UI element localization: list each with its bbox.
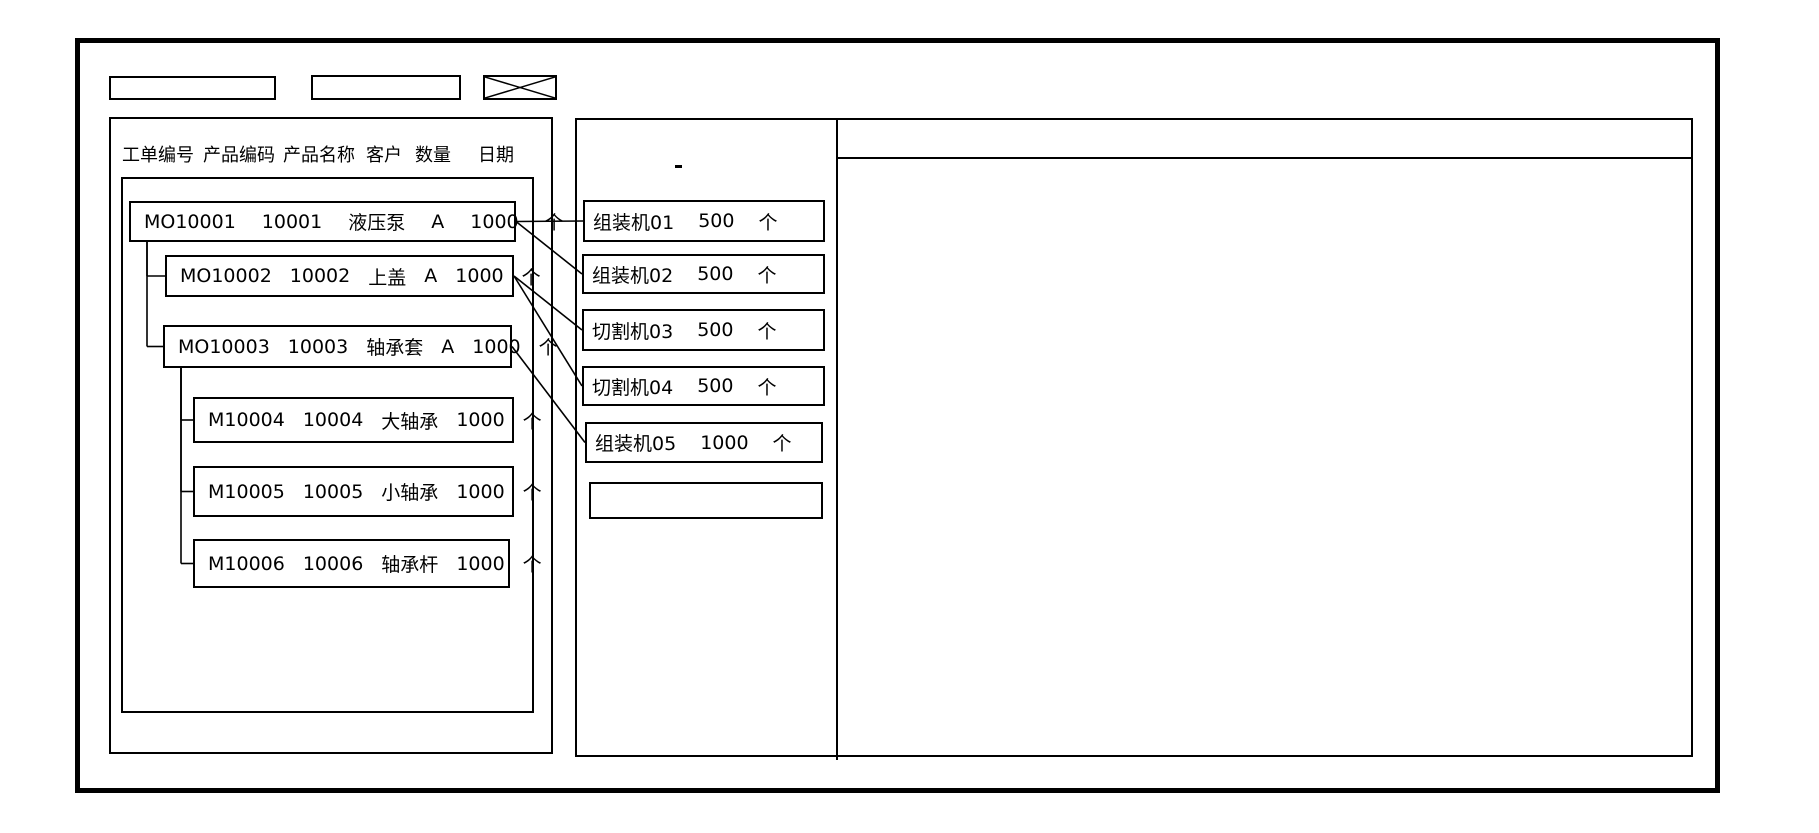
machine-name: 组装机02 [592,264,674,287]
column-header-product-code: 产品编码 [203,145,275,166]
dot-mark [675,165,682,168]
product-name: 大轴承 [381,410,439,433]
product-code: 10003 [287,335,349,358]
order-row-M10006[interactable]: M10006 10006 轴承杆 1000 个 [193,539,542,588]
machine-row-3[interactable]: 切割机04 500 个 [582,366,825,406]
product-name: 轴承套 [366,337,424,359]
order-no: MO10003 [178,335,270,358]
product-name: 上盖 [368,266,407,289]
column-header-date: 日期 [478,145,514,166]
machine-unit: 个 [772,433,792,455]
customer: A [431,210,445,233]
product-name: 小轴承 [381,482,439,504]
machine-row-0[interactable]: 组装机01 500 个 [583,200,825,242]
unit: 个 [522,554,542,576]
toolbar-field-2[interactable] [311,75,461,100]
machine-row-4[interactable]: 组装机05 1000 个 [585,422,823,463]
qty: 1000 [456,480,505,503]
order-row-MO10003[interactable]: MO10003 10003 轴承套 A 1000 个 [163,325,558,368]
customer: A [424,265,438,287]
machine-qty: 1000 [700,431,749,454]
column-header-order-no: 工单编号 [122,145,194,166]
machine-unit: 个 [757,320,777,343]
order-row-M10004[interactable]: M10004 10004 大轴承 1000 个 [193,397,542,443]
product-name: 轴承杆 [381,554,439,576]
product-code: 10002 [289,265,351,287]
order-no: M10005 [208,480,285,503]
panel-divider [836,118,838,760]
machine-name: 组装机01 [593,211,675,234]
qty: 1000 [472,335,521,358]
unit: 个 [522,482,542,504]
machine-row-2[interactable]: 切割机03 500 个 [582,309,825,351]
column-header-product-name: 产品名称 [283,145,355,166]
toolbar-field-1[interactable] [109,76,276,100]
unit: 个 [521,266,541,289]
machine-name: 切割机04 [592,376,674,399]
column-header-customer: 客户 [366,145,402,166]
order-tree-container [121,177,534,713]
image-placeholder-icon [483,75,557,100]
order-row-MO10001[interactable]: MO10001 10001 液压泵 A 1000 个 [129,201,564,242]
machine-qty: 500 [698,210,735,232]
unit: 个 [544,212,564,234]
unit: 个 [522,410,542,433]
unit: 个 [538,337,558,359]
window-frame [75,38,1720,793]
order-no: M10004 [208,409,285,431]
machine-row-empty[interactable] [589,482,823,519]
machine-unit: 个 [757,376,777,399]
product-code: 10006 [302,552,364,575]
order-row-MO10002[interactable]: MO10002 10002 上盖 A 1000 个 [165,255,541,297]
product-code: 10004 [302,409,364,431]
qty: 1000 [455,265,504,287]
product-name: 液压泵 [348,212,406,234]
product-code: 10005 [302,480,364,503]
machine-name: 组装机05 [595,433,677,455]
order-no: MO10001 [144,210,236,233]
machine-qty: 500 [697,375,734,397]
order-no: MO10002 [180,265,272,287]
detail-panel-header-rule [836,157,1693,159]
machine-row-1[interactable]: 组装机02 500 个 [582,254,825,294]
product-code: 10001 [261,210,323,233]
order-no: M10006 [208,552,285,575]
machine-qty: 500 [697,319,734,341]
machine-name: 切割机03 [592,320,674,343]
column-header-qty: 数量 [415,145,451,166]
customer: A [441,335,455,358]
machine-qty: 500 [697,263,734,285]
machine-unit: 个 [758,211,778,234]
machine-unit: 个 [757,264,777,287]
order-row-M10005[interactable]: M10005 10005 小轴承 1000 个 [193,466,542,517]
qty: 1000 [470,210,519,233]
qty: 1000 [456,552,505,575]
qty: 1000 [456,409,505,431]
